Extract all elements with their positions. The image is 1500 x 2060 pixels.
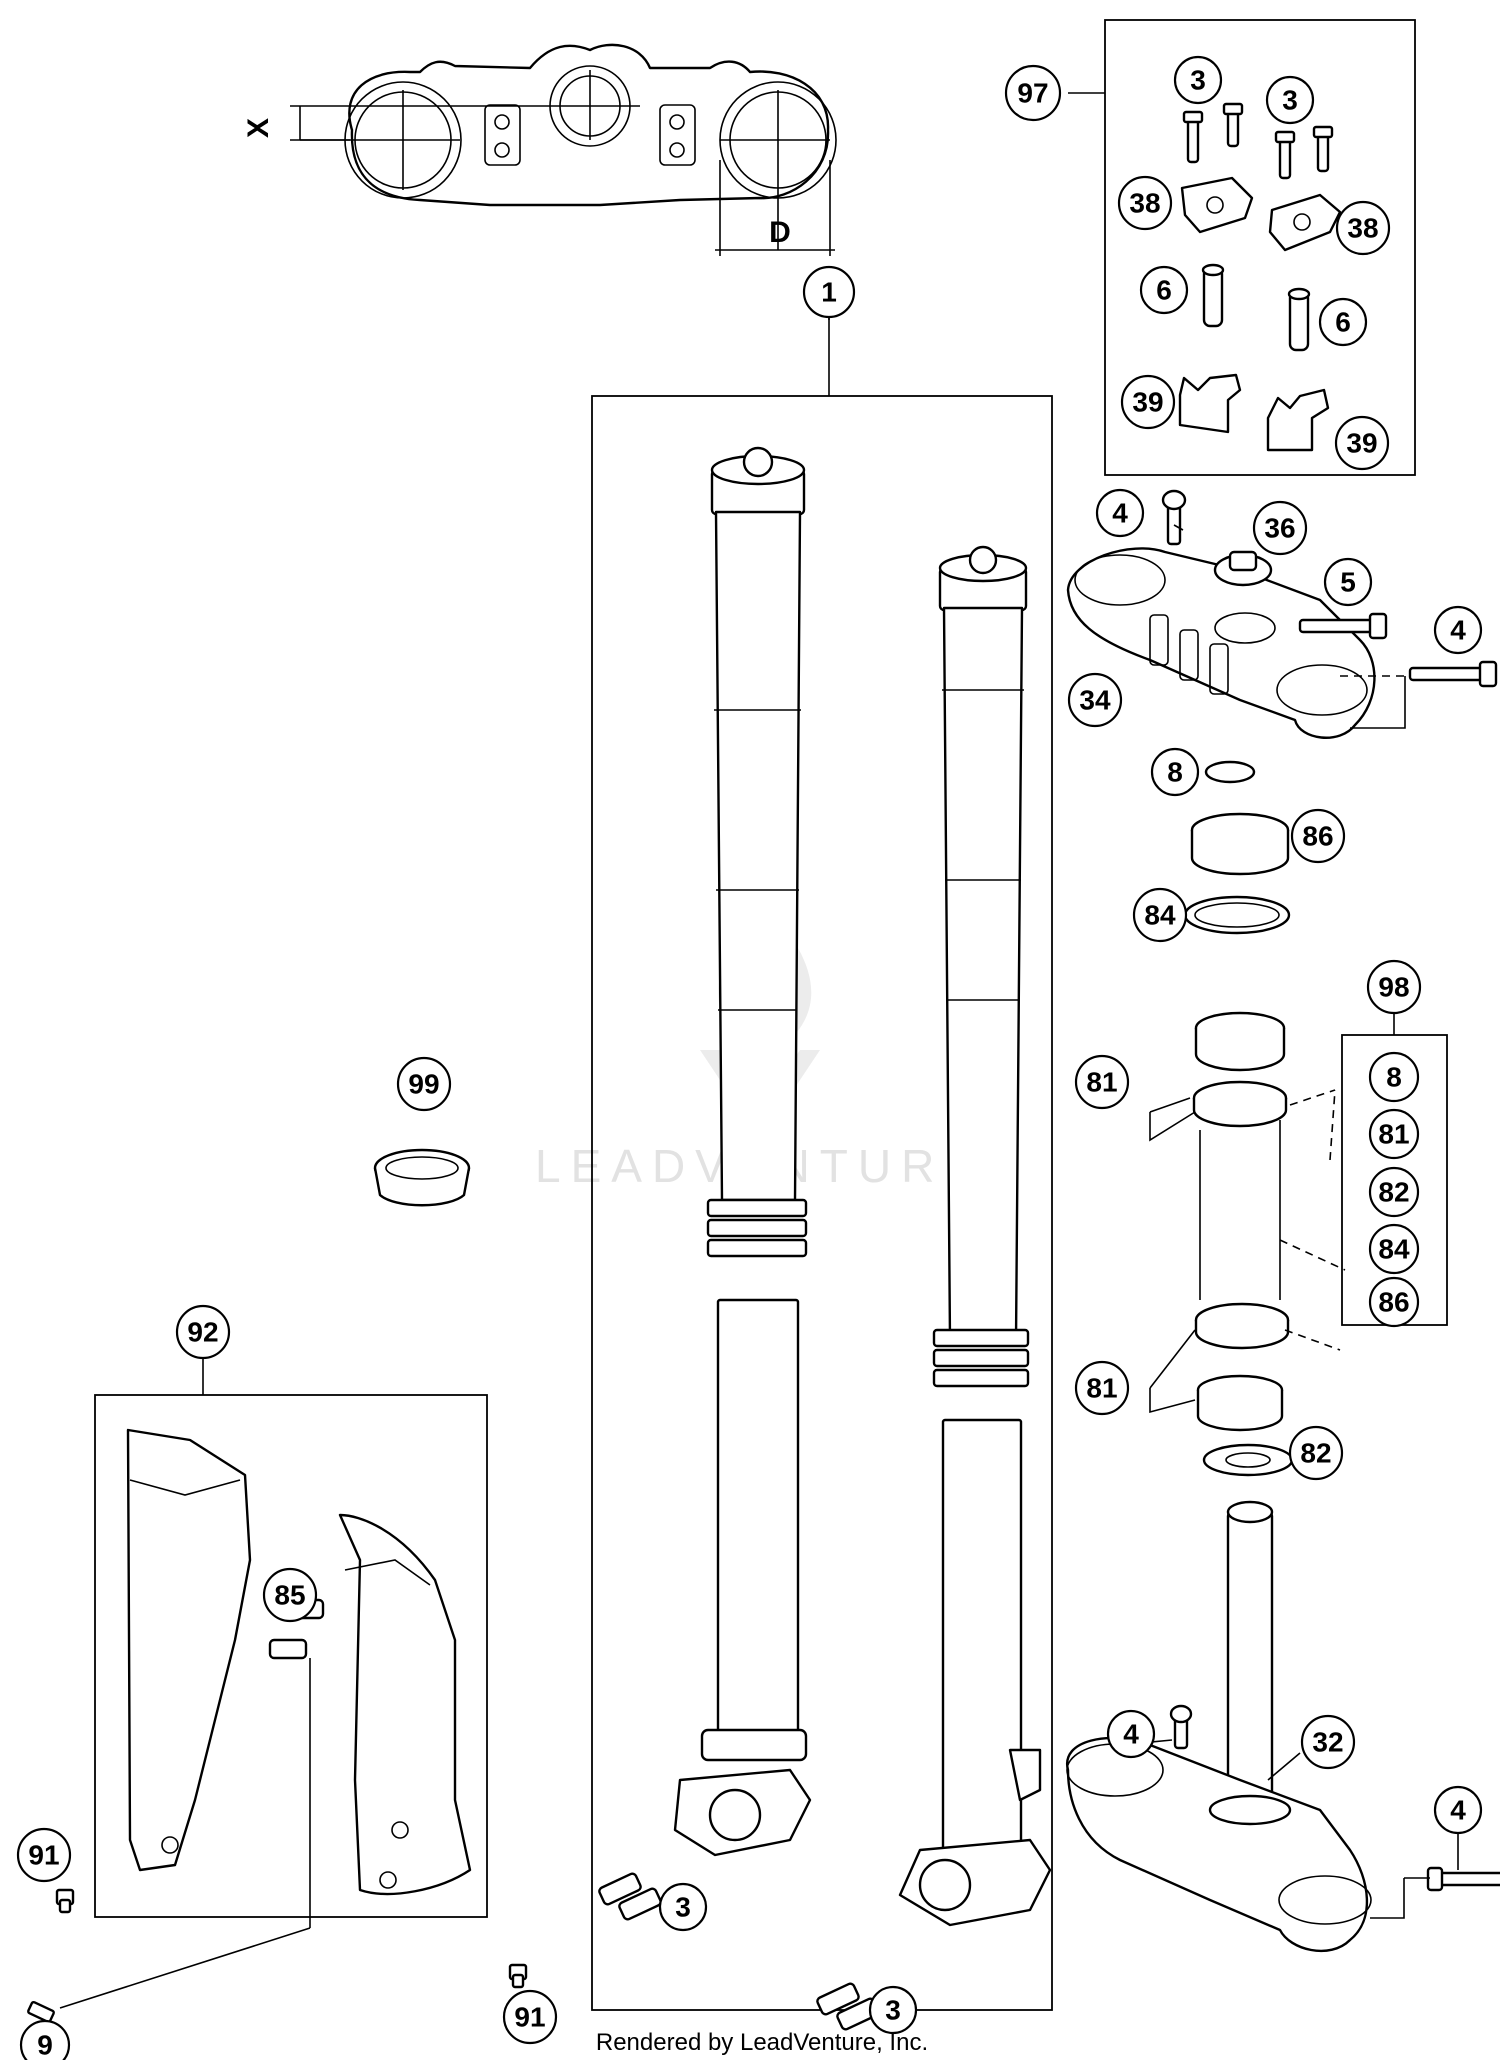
svg-text:39: 39 <box>1346 428 1377 459</box>
svg-text:34: 34 <box>1079 685 1111 716</box>
left-fork-leg <box>673 446 812 1857</box>
callout-3-c: 3 <box>658 1882 708 1932</box>
fork-bolts <box>598 1872 880 2031</box>
svg-text:97: 97 <box>1017 78 1048 109</box>
callout-39-a: 39 <box>1120 374 1176 430</box>
svg-text:39: 39 <box>1132 387 1163 418</box>
callout-82: 82 <box>1288 1425 1344 1481</box>
callout-81-a: 81 <box>1074 1054 1130 1110</box>
lower-triple-clamp-with-stem <box>1065 1500 1500 1953</box>
callout-3-a: 3 <box>1173 55 1223 105</box>
svg-text:38: 38 <box>1129 188 1160 219</box>
callout-6-a: 6 <box>1139 265 1189 315</box>
footer-credit: Rendered by LeadVenture, Inc. <box>596 2029 928 2056</box>
svg-text:86: 86 <box>1302 821 1333 852</box>
callout-99: 99 <box>396 1056 452 1112</box>
callout-86: 86 <box>1290 808 1346 864</box>
svg-text:8: 8 <box>1167 757 1183 788</box>
callout-6-b: 6 <box>1318 297 1368 347</box>
fork-guard-box <box>94 1394 488 1918</box>
callout-4-c: 4 <box>1106 1709 1156 1759</box>
svg-text:8: 8 <box>1386 1062 1402 1093</box>
svg-text:5: 5 <box>1340 567 1356 598</box>
dimension-x-label: X <box>242 118 275 138</box>
callout-38-b: 38 <box>1335 200 1391 256</box>
callout-9: 9 <box>19 2019 71 2060</box>
callout-91-a: 91 <box>16 1827 72 1883</box>
svg-text:6: 6 <box>1335 307 1351 338</box>
svg-text:4: 4 <box>1112 498 1128 529</box>
svg-text:85: 85 <box>274 1580 305 1611</box>
svg-text:84: 84 <box>1378 1234 1410 1265</box>
upper-triple-clamp <box>1066 489 1498 739</box>
svg-text:9: 9 <box>37 2030 53 2060</box>
svg-text:4: 4 <box>1123 1719 1139 1750</box>
callout-8: 8 <box>1150 747 1200 797</box>
svg-text:98: 98 <box>1378 972 1409 1003</box>
svg-text:91: 91 <box>514 2002 545 2033</box>
svg-text:1: 1 <box>821 277 837 308</box>
svg-text:81: 81 <box>1086 1067 1117 1098</box>
callout-34: 34 <box>1067 672 1123 728</box>
svg-text:91: 91 <box>28 1840 59 1871</box>
kit-98-item-81: 81 <box>1368 1108 1420 1160</box>
callout-98: 98 <box>1366 959 1422 1015</box>
svg-text:36: 36 <box>1264 513 1295 544</box>
callout-92: 92 <box>175 1304 231 1360</box>
svg-text:4: 4 <box>1450 1795 1466 1826</box>
svg-text:3: 3 <box>885 1995 901 2026</box>
svg-text:99: 99 <box>408 1069 439 1100</box>
svg-text:3: 3 <box>675 1892 691 1923</box>
callout-1: 1 <box>802 265 856 319</box>
callout-32: 32 <box>1300 1714 1356 1770</box>
callout-97: 97 <box>1004 64 1062 122</box>
svg-text:3: 3 <box>1282 85 1298 116</box>
callout-36: 36 <box>1252 500 1308 556</box>
svg-text:82: 82 <box>1378 1177 1409 1208</box>
callout-4-d: 4 <box>1433 1785 1483 1835</box>
callout-4-b: 4 <box>1433 605 1483 655</box>
svg-text:81: 81 <box>1086 1373 1117 1404</box>
kit-97-box <box>1104 19 1416 476</box>
right-fork-leg <box>898 545 1052 1927</box>
callout-81-b: 81 <box>1074 1360 1130 1416</box>
callout-5: 5 <box>1323 557 1373 607</box>
callout-91-b: 91 <box>502 1989 558 2045</box>
svg-text:6: 6 <box>1156 275 1172 306</box>
triple-clamp-outline <box>290 43 837 256</box>
fork-guards <box>27 1428 528 2024</box>
callout-39-b: 39 <box>1334 415 1390 471</box>
svg-text:84: 84 <box>1144 900 1176 931</box>
kit-97-parts <box>1178 102 1342 452</box>
callout-4-a: 4 <box>1095 488 1145 538</box>
steering-bearing-stack <box>1183 760 1294 1477</box>
kit-98-item-86: 86 <box>1368 1276 1420 1328</box>
svg-text:32: 32 <box>1312 1727 1343 1758</box>
svg-text:4: 4 <box>1450 615 1466 646</box>
svg-text:3: 3 <box>1190 65 1206 96</box>
callout-3-d: 3 <box>868 1985 918 2035</box>
callout-85: 85 <box>262 1567 318 1623</box>
kit-98-item-8: 8 <box>1368 1051 1420 1103</box>
callout-84: 84 <box>1132 887 1188 943</box>
dimension-d-label: D <box>769 216 791 249</box>
part-99-ring <box>373 1148 471 1207</box>
svg-text:38: 38 <box>1347 213 1378 244</box>
kit-98-item-82: 82 <box>1368 1166 1420 1218</box>
svg-text:81: 81 <box>1378 1119 1409 1150</box>
svg-text:86: 86 <box>1378 1287 1409 1318</box>
callout-3-b: 3 <box>1265 75 1315 125</box>
kit-98-item-84: 84 <box>1368 1223 1420 1275</box>
svg-text:82: 82 <box>1300 1438 1331 1469</box>
callout-38-a: 38 <box>1117 175 1173 231</box>
svg-text:92: 92 <box>187 1317 218 1348</box>
